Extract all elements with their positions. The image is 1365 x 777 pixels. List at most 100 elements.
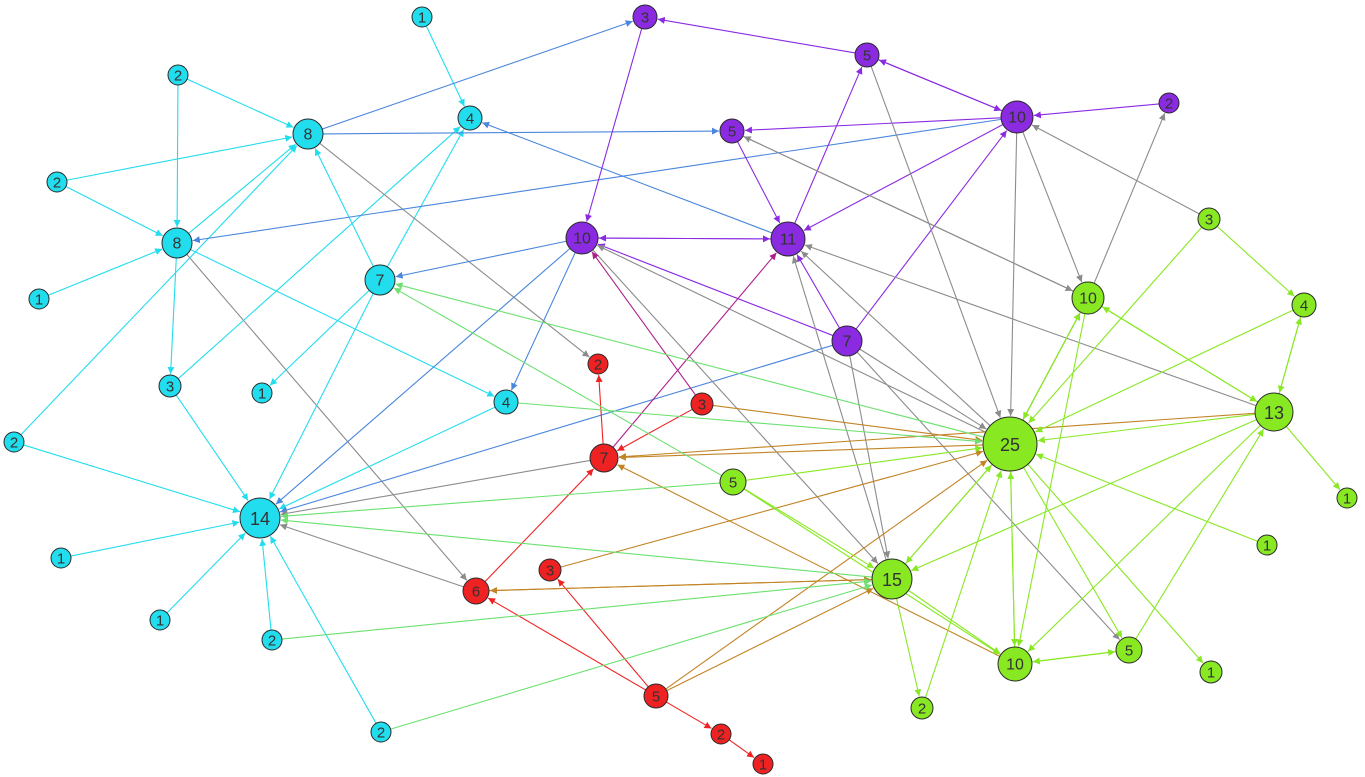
- edge-g25-to-g5_b: [1023, 467, 1123, 639]
- node-g1_c[interactable]: 1: [1199, 660, 1223, 684]
- node-circle: [1254, 392, 1294, 432]
- node-g5[interactable]: 5: [719, 468, 747, 496]
- node-g13[interactable]: 13: [1254, 392, 1294, 432]
- edge-c2_b-to-c8_a: [66, 134, 293, 181]
- node-c1_top[interactable]: 1: [411, 6, 433, 28]
- node-c2_d[interactable]: 2: [261, 629, 283, 651]
- node-g5_b[interactable]: 5: [1115, 636, 1143, 664]
- edge-g10_a-to-p2: [1093, 112, 1166, 284]
- node-c1_mid[interactable]: 1: [251, 382, 273, 404]
- edge-g5_b-to-g13: [1135, 428, 1265, 640]
- node-g10_b[interactable]: 10: [997, 646, 1033, 682]
- node-g10_a[interactable]: 10: [1071, 281, 1105, 315]
- node-p7[interactable]: 7: [831, 325, 863, 357]
- node-c4_mid[interactable]: 4: [493, 389, 519, 415]
- edge-r5-to-g15: [666, 587, 874, 692]
- node-r2_top[interactable]: 2: [587, 353, 609, 375]
- edge-p10_top-to-p5_mid: [744, 117, 1002, 134]
- node-g1_b[interactable]: 1: [1256, 534, 1278, 556]
- edge-p5_mid-to-p11: [737, 141, 781, 224]
- node-circle: [457, 105, 483, 131]
- node-g4[interactable]: 4: [1291, 292, 1317, 318]
- node-r3_b[interactable]: 3: [538, 558, 562, 582]
- edge-g13-to-g25: [1037, 413, 1256, 444]
- node-c1_left[interactable]: 1: [28, 288, 50, 310]
- edge-g15-to-c14: [280, 517, 873, 578]
- edge-g25-to-r7: [618, 444, 984, 461]
- node-g3[interactable]: 3: [1197, 207, 1221, 231]
- edge-p3-to-p10_mid: [585, 28, 643, 222]
- node-c2_a[interactable]: 2: [167, 64, 189, 86]
- node-c8_b[interactable]: 8: [161, 227, 193, 259]
- node-circle: [167, 64, 189, 86]
- edge-r5-to-r3_b: [557, 578, 649, 688]
- edge-c8_b-to-r6: [186, 254, 468, 581]
- edge-g3-to-p10_top: [1031, 124, 1200, 215]
- edge-c4_mid-to-c14: [278, 406, 496, 510]
- edge-c2_a-to-c8_a: [186, 78, 294, 128]
- node-circle: [370, 721, 392, 743]
- edge-p10_top-to-g25: [1007, 132, 1018, 417]
- node-r6[interactable]: 6: [462, 577, 490, 605]
- edge-p7-to-g25: [859, 348, 987, 430]
- edge-g13-to-r7: [618, 412, 1256, 460]
- edge-g4-to-g25: [1035, 309, 1294, 433]
- node-circle: [1071, 281, 1105, 315]
- node-circle: [28, 288, 50, 310]
- node-c4_top[interactable]: 4: [457, 105, 483, 131]
- node-p5_top[interactable]: 5: [854, 42, 880, 68]
- node-circle: [46, 171, 68, 193]
- node-circle: [871, 558, 913, 600]
- node-c1_b2[interactable]: 1: [149, 609, 171, 631]
- node-r5[interactable]: 5: [643, 683, 669, 709]
- node-c8_a[interactable]: 8: [292, 118, 324, 150]
- node-circle: [3, 431, 25, 453]
- node-g2[interactable]: 2: [910, 696, 934, 720]
- edge-c1_left-to-c8_b: [48, 248, 163, 296]
- node-g25[interactable]: 25: [982, 416, 1038, 472]
- node-p11[interactable]: 11: [770, 221, 806, 257]
- node-circle: [587, 353, 609, 375]
- node-p3[interactable]: 3: [632, 4, 658, 30]
- edge-c1_b1-to-c14: [70, 520, 240, 557]
- node-p2[interactable]: 2: [1158, 92, 1180, 114]
- edge-g25-to-p11: [800, 250, 991, 427]
- node-circle: [50, 547, 72, 569]
- edge-g25-to-p10_mid: [597, 244, 986, 433]
- edge-p7-to-c14: [279, 344, 833, 514]
- node-circle: [643, 683, 669, 709]
- edge-p10_mid-to-c7: [395, 240, 567, 279]
- node-c2_c[interactable]: 2: [3, 431, 25, 453]
- node-r2_b[interactable]: 2: [710, 723, 732, 745]
- edge-g5-to-g10_b: [743, 488, 1001, 655]
- edge-p11-to-p5_top: [794, 66, 863, 224]
- node-c1_b1[interactable]: 1: [50, 547, 72, 569]
- edge-g10_a-to-g10_b: [1016, 313, 1086, 647]
- edge-r5-to-r6: [487, 597, 646, 691]
- node-circle: [1199, 660, 1223, 684]
- node-r3_a[interactable]: 3: [690, 392, 714, 416]
- node-p10_mid[interactable]: 10: [565, 221, 599, 255]
- edge-g1_b-to-g25: [1035, 453, 1258, 542]
- edge-g10_b-to-g25: [1007, 471, 1016, 648]
- node-circle: [161, 227, 193, 259]
- node-g1_r[interactable]: 1: [1336, 487, 1358, 509]
- edge-r6-to-c14: [279, 523, 464, 588]
- node-circle: [770, 221, 806, 257]
- node-r1[interactable]: 1: [752, 753, 774, 775]
- edge-g15-to-g25: [904, 464, 992, 565]
- node-c7[interactable]: 7: [364, 264, 396, 296]
- node-c2_b[interactable]: 2: [46, 171, 68, 193]
- node-c14[interactable]: 14: [239, 497, 281, 539]
- node-r7[interactable]: 7: [589, 443, 619, 473]
- node-g15[interactable]: 15: [871, 558, 913, 600]
- edge-p2-to-p10_top: [1033, 103, 1160, 119]
- node-p5_mid[interactable]: 5: [719, 118, 745, 144]
- node-c3[interactable]: 3: [158, 374, 182, 398]
- node-circle: [1197, 207, 1221, 231]
- node-circle: [1158, 92, 1180, 114]
- node-c2_e[interactable]: 2: [370, 721, 392, 743]
- node-circle: [364, 264, 396, 296]
- node-p10_top[interactable]: 10: [1000, 100, 1034, 134]
